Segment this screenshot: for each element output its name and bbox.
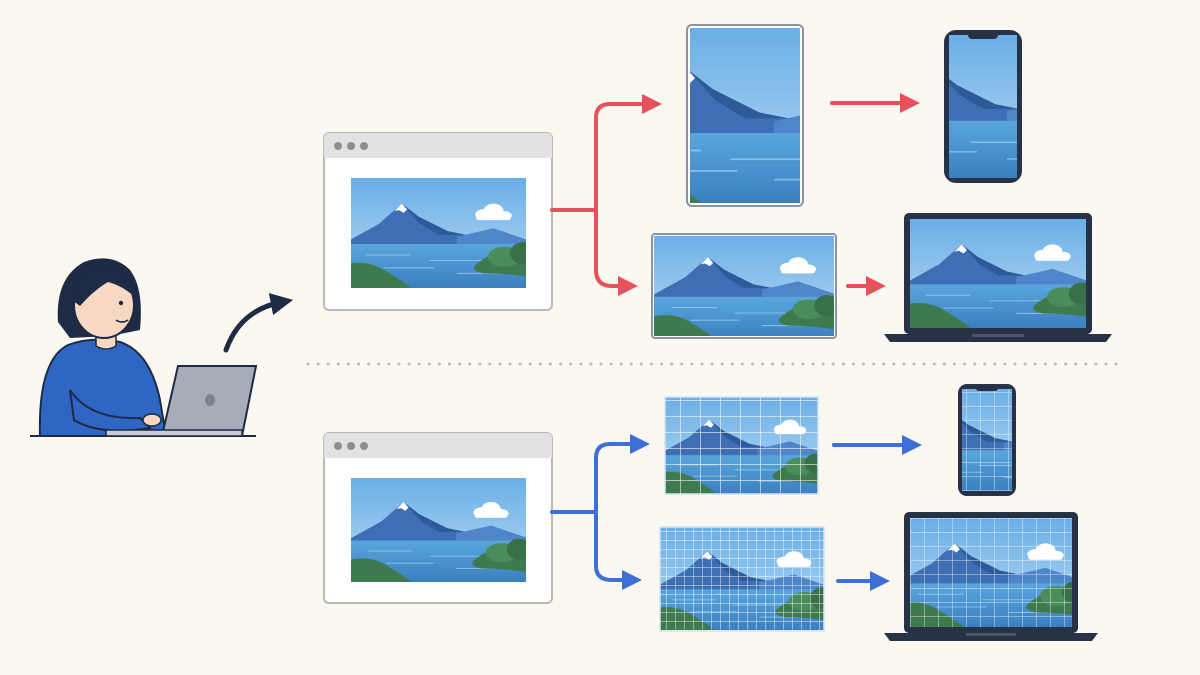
browser-window-bottom [323,432,553,604]
route-bottom-arrows [550,434,922,591]
fine-grid-image [659,526,825,632]
curved-arrow-icon [223,293,294,353]
route-top-arrows [550,93,920,296]
browser-window-top [323,132,553,311]
phone-gridded-icon [958,384,1016,496]
coarse-grid-image [664,396,819,495]
laptop-icon [884,213,1112,342]
tablet-icon [686,24,804,207]
landscape-image-top [651,233,837,339]
phone-icon [944,30,1022,183]
laptop-gridded-icon [884,512,1098,641]
person-at-laptop-icon [30,258,258,437]
